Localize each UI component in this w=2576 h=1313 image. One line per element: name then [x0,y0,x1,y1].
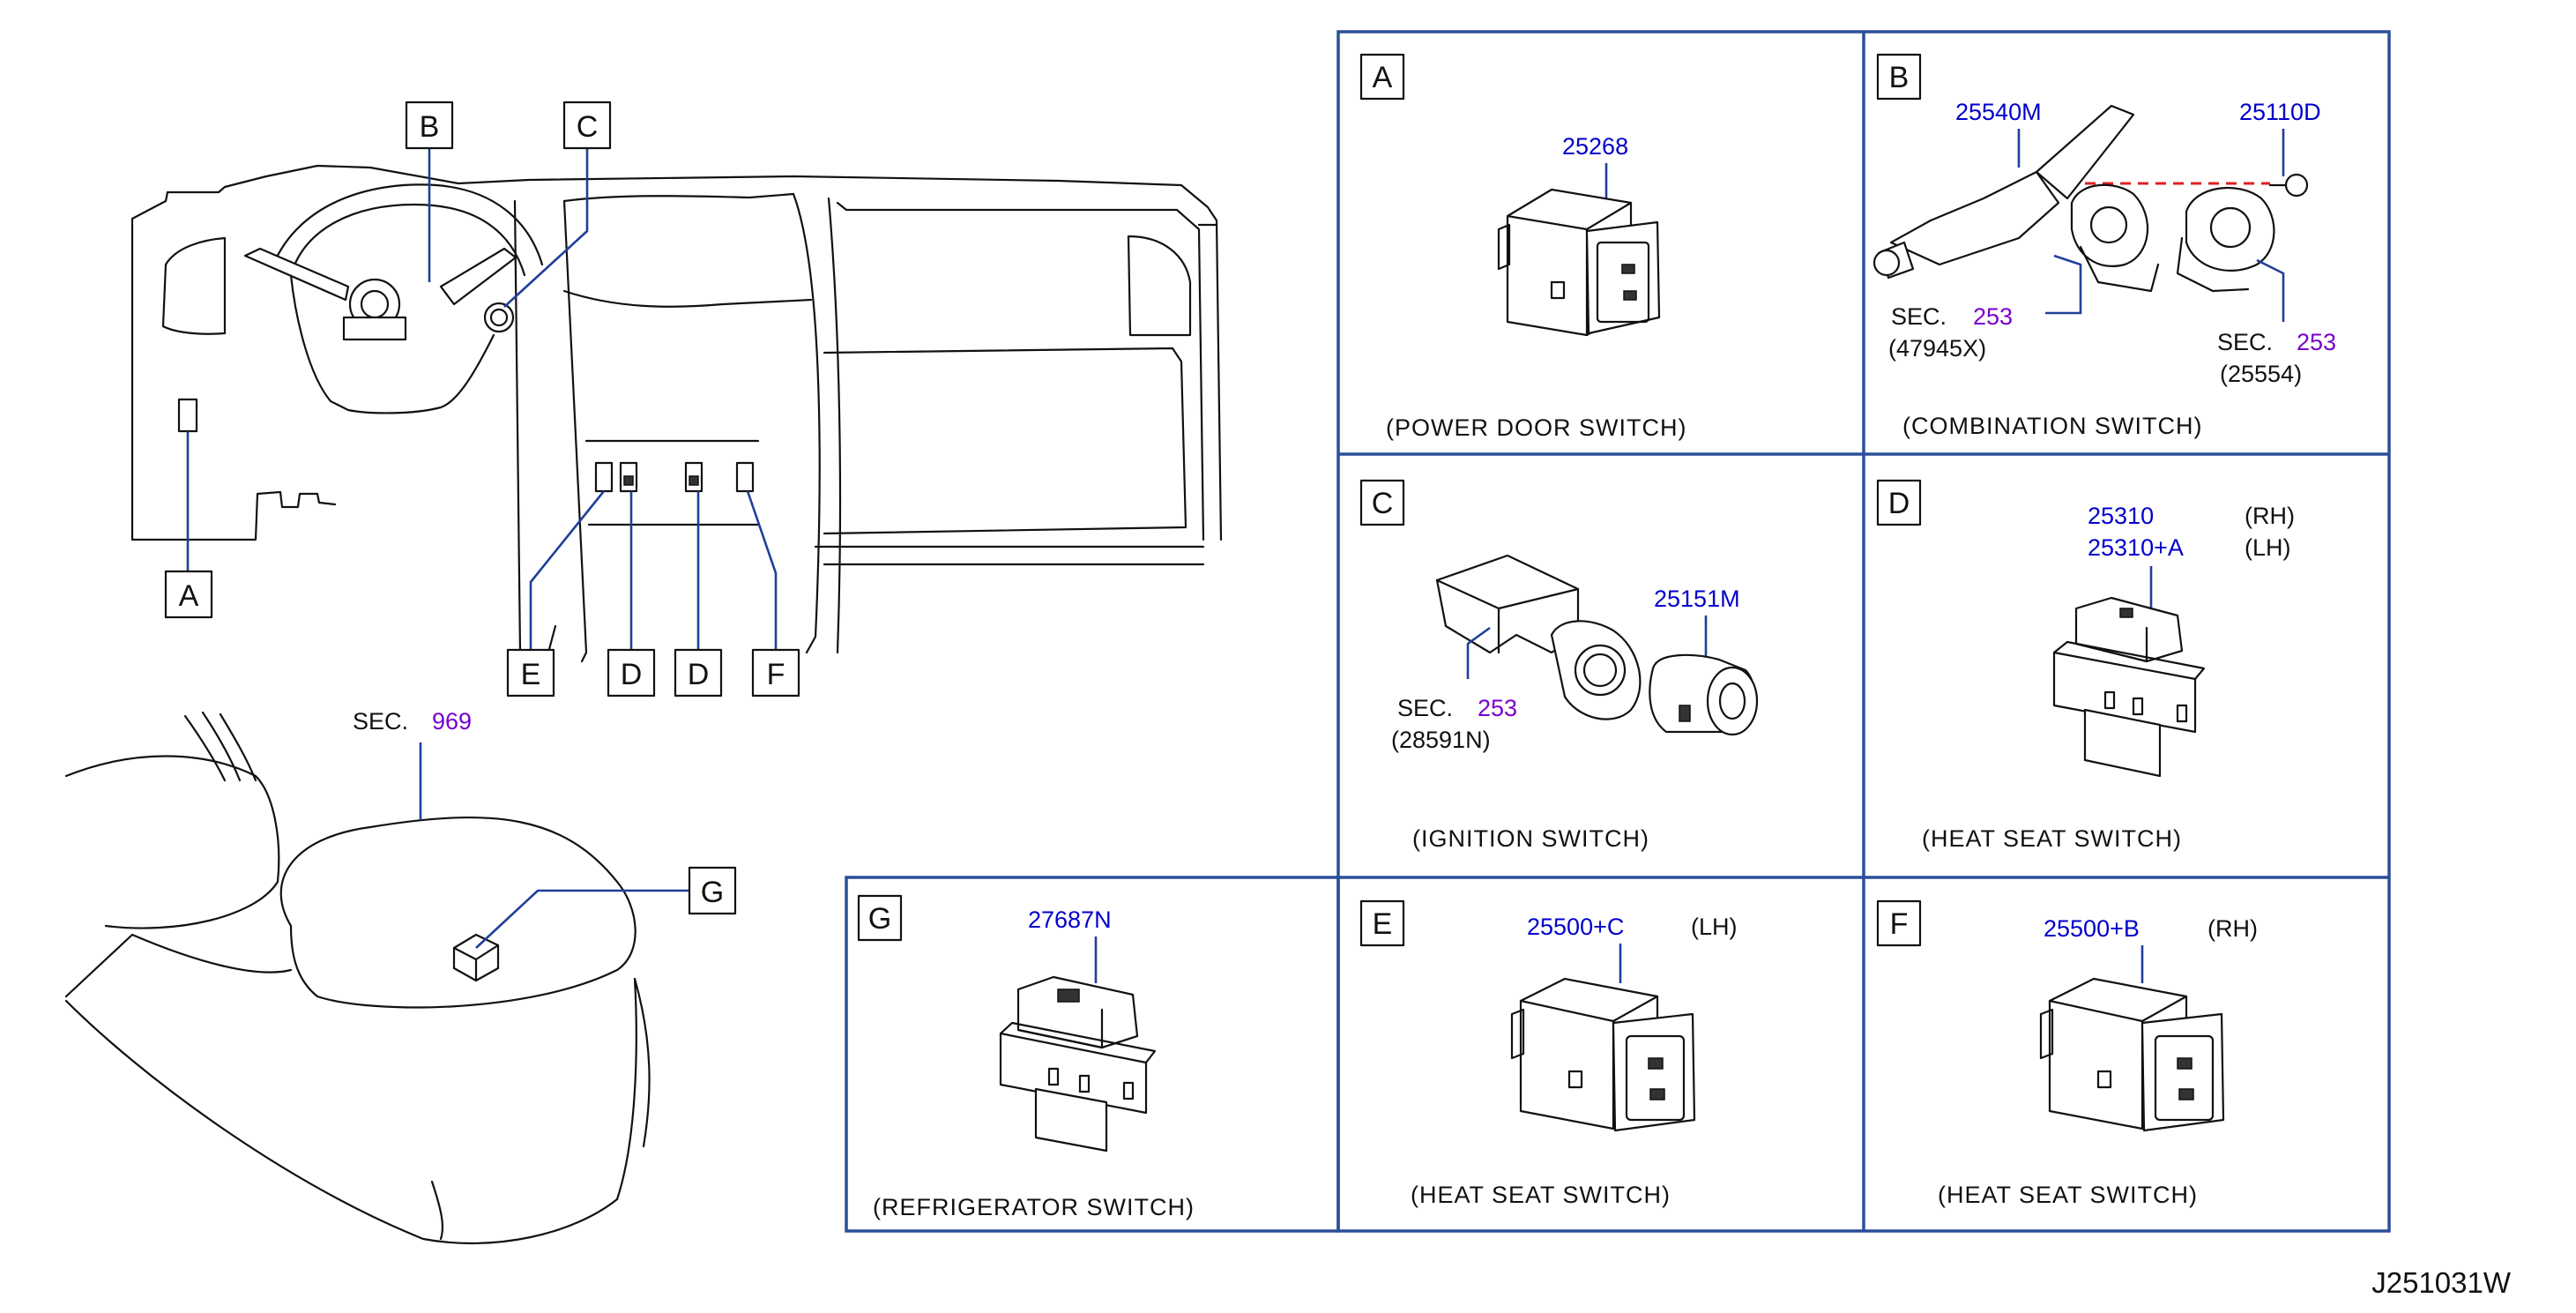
callout-b-box [405,101,454,150]
panel-e-letter: E [1373,907,1393,941]
panel-f-letter: F [1890,907,1909,941]
refrigerator-switch-drawing [999,975,1157,1153]
seat-sec-number: 969 [432,708,472,735]
seat-sec-label: SEC. [353,708,408,735]
panel-c-sec-number: 253 [1478,695,1517,721]
panel-d-part-lh: 25310+A [2088,534,2184,561]
panel-b-sec2-number: 253 [2297,329,2336,355]
callout-a: A [179,579,199,613]
callout-f-box [751,648,800,698]
panel-f-side: (RH) [2207,915,2258,942]
panel-f-part: 25500+B [2044,915,2140,942]
callout-c: C [577,110,599,144]
panel-b-sec1-number: 253 [1973,303,2013,330]
callout-f: F [767,658,785,691]
panel-f-caption: (HEAT SEAT SWITCH) [1938,1182,2198,1208]
seat-console-drawing [64,711,651,1245]
panel-b-sec2-ref: (25554) [2220,361,2302,387]
callout-d2-box [674,648,723,698]
panel-grid [845,30,2391,1233]
panel-d-part-rh: 25310 [2088,503,2154,529]
callout-d2: D [688,658,710,691]
panel-d: D 25310 (RH) 25310+A (LH) (HEAT SEAT SWI… [1876,479,2295,852]
ignition-switch-drawing [1435,554,1759,736]
callout-a-box [164,570,213,619]
panel-a: A 25268 (POWER DOOR SWITCH) [1359,53,1686,441]
panel-c: C 25151M SEC. 253 (28591N) (IGNITION SWI… [1359,479,1759,852]
panel-e: E 25500+C (LH) (HEAT SEAT SWITCH) [1359,899,1738,1208]
panel-a-part: 25268 [1562,133,1628,160]
panel-d-side-lh: (LH) [2245,534,2291,561]
panel-g-letter: G [868,902,891,936]
panel-f: F 25500+B (RH) (HEAT SEAT SWITCH) [1876,899,2258,1208]
panel-c-sec-ref: (28591N) [1391,727,1491,753]
panel-d-side-rh: (RH) [2245,503,2295,529]
panel-b-sec1-ref: (47945X) [1888,335,1986,362]
callout-e-box [506,648,555,698]
seat-callouts: SEC. 969 G [353,708,737,949]
heat-seat-switch-e-drawing [1510,977,1696,1132]
panel-b: B 25540M 25110D SEC. 253 (47945X) SEC. 2… [1872,53,2336,439]
combination-switch-drawing [1872,104,2309,293]
panel-e-side: (LH) [1691,914,1738,940]
panel-d-caption: (HEAT SEAT SWITCH) [1922,825,2182,852]
panel-b-part2: 25110D [2239,99,2321,125]
callout-g: G [701,876,724,909]
panel-b-part1: 25540M [1955,99,2042,125]
heat-seat-switch-d-drawing [2052,596,2206,778]
callout-d1: D [621,658,643,691]
panel-b-letter: B [1889,61,1910,94]
panel-e-part: 25500+C [1527,914,1624,940]
panel-c-part: 25151M [1654,586,1740,612]
panel-d-letter: D [1888,487,1910,520]
callout-d1-box [607,648,656,698]
callout-e: E [521,658,541,691]
panel-e-caption: (HEAT SEAT SWITCH) [1411,1182,1671,1208]
power-door-switch-drawing [1497,188,1661,337]
panel-b-sec1-label: SEC. [1891,303,1947,330]
panel-a-letter: A [1373,61,1393,94]
panel-b-caption: (COMBINATION SWITCH) [1902,413,2202,439]
panel-c-letter: C [1372,487,1394,520]
panel-g-caption: (REFRIGERATOR SWITCH) [873,1194,1195,1220]
callout-b: B [420,110,440,144]
panel-g: G 27687N (REFRIGERATOR SWITCH) [857,894,1195,1220]
panel-a-caption: (POWER DOOR SWITCH) [1386,414,1686,441]
diagram-code: J251031W [2371,1266,2512,1299]
heat-seat-switch-f-drawing [2039,977,2225,1132]
panel-c-caption: (IGNITION SWITCH) [1412,825,1649,852]
panel-c-sec-label: SEC. [1397,695,1453,721]
callout-c-box [562,101,612,150]
dashboard-drawing [130,164,1223,663]
panel-b-sec2-label: SEC. [2217,329,2273,355]
overview-callouts: A B C E D D F [164,101,800,698]
callout-g-box [688,866,737,915]
panel-g-part: 27687N [1028,906,1112,933]
